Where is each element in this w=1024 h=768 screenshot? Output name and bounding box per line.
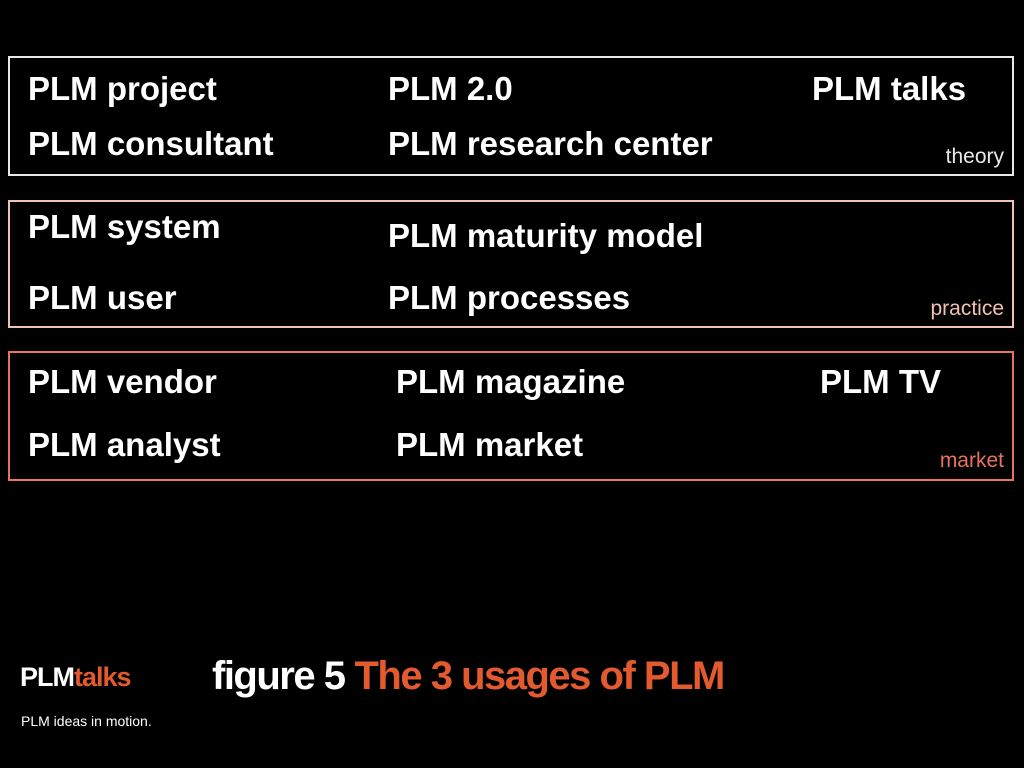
term-plm-market: PLM market — [396, 426, 584, 463]
term-plm-2-0: PLM 2.0 — [388, 70, 513, 107]
figure-number: figure 5 — [212, 654, 346, 698]
term-plm-processes: PLM processes — [388, 279, 631, 316]
figure-caption: The 3 usages of PLM — [354, 654, 725, 698]
term-plm-system: PLM system — [28, 208, 221, 245]
term-plm-analyst: PLM analyst — [28, 426, 221, 463]
term-plm-talks: PLM talks — [812, 70, 967, 107]
theory-group: PLM project PLM 2.0 PLM talks PLM consul… — [8, 56, 1014, 176]
term-plm-consultant: PLM consultant — [28, 125, 274, 162]
term-plm-vendor: PLM vendor — [28, 363, 217, 400]
term-plm-maturity-model: PLM maturity model — [388, 217, 704, 254]
category-label-practice: practice — [930, 297, 1004, 320]
category-label-theory: theory — [945, 145, 1004, 168]
term-plm-tv: PLM TV — [820, 363, 941, 400]
term-plm-project: PLM project — [28, 70, 217, 107]
term-plm-magazine: PLM magazine — [396, 363, 626, 400]
market-group: PLM vendor PLM magazine PLM TV PLM analy… — [8, 351, 1014, 481]
term-plm-research-center: PLM research center — [388, 125, 713, 162]
plmtalks-logo: PLMtalks — [20, 662, 132, 693]
category-label-market: market — [939, 449, 1004, 472]
tagline: PLM ideas in motion. — [21, 713, 152, 729]
practice-group: PLM system PLM maturity model PLM user P… — [8, 200, 1014, 328]
term-plm-user: PLM user — [28, 279, 177, 316]
logo-talks-text: talks — [74, 662, 132, 692]
logo-plm-text: PLM — [20, 662, 75, 692]
